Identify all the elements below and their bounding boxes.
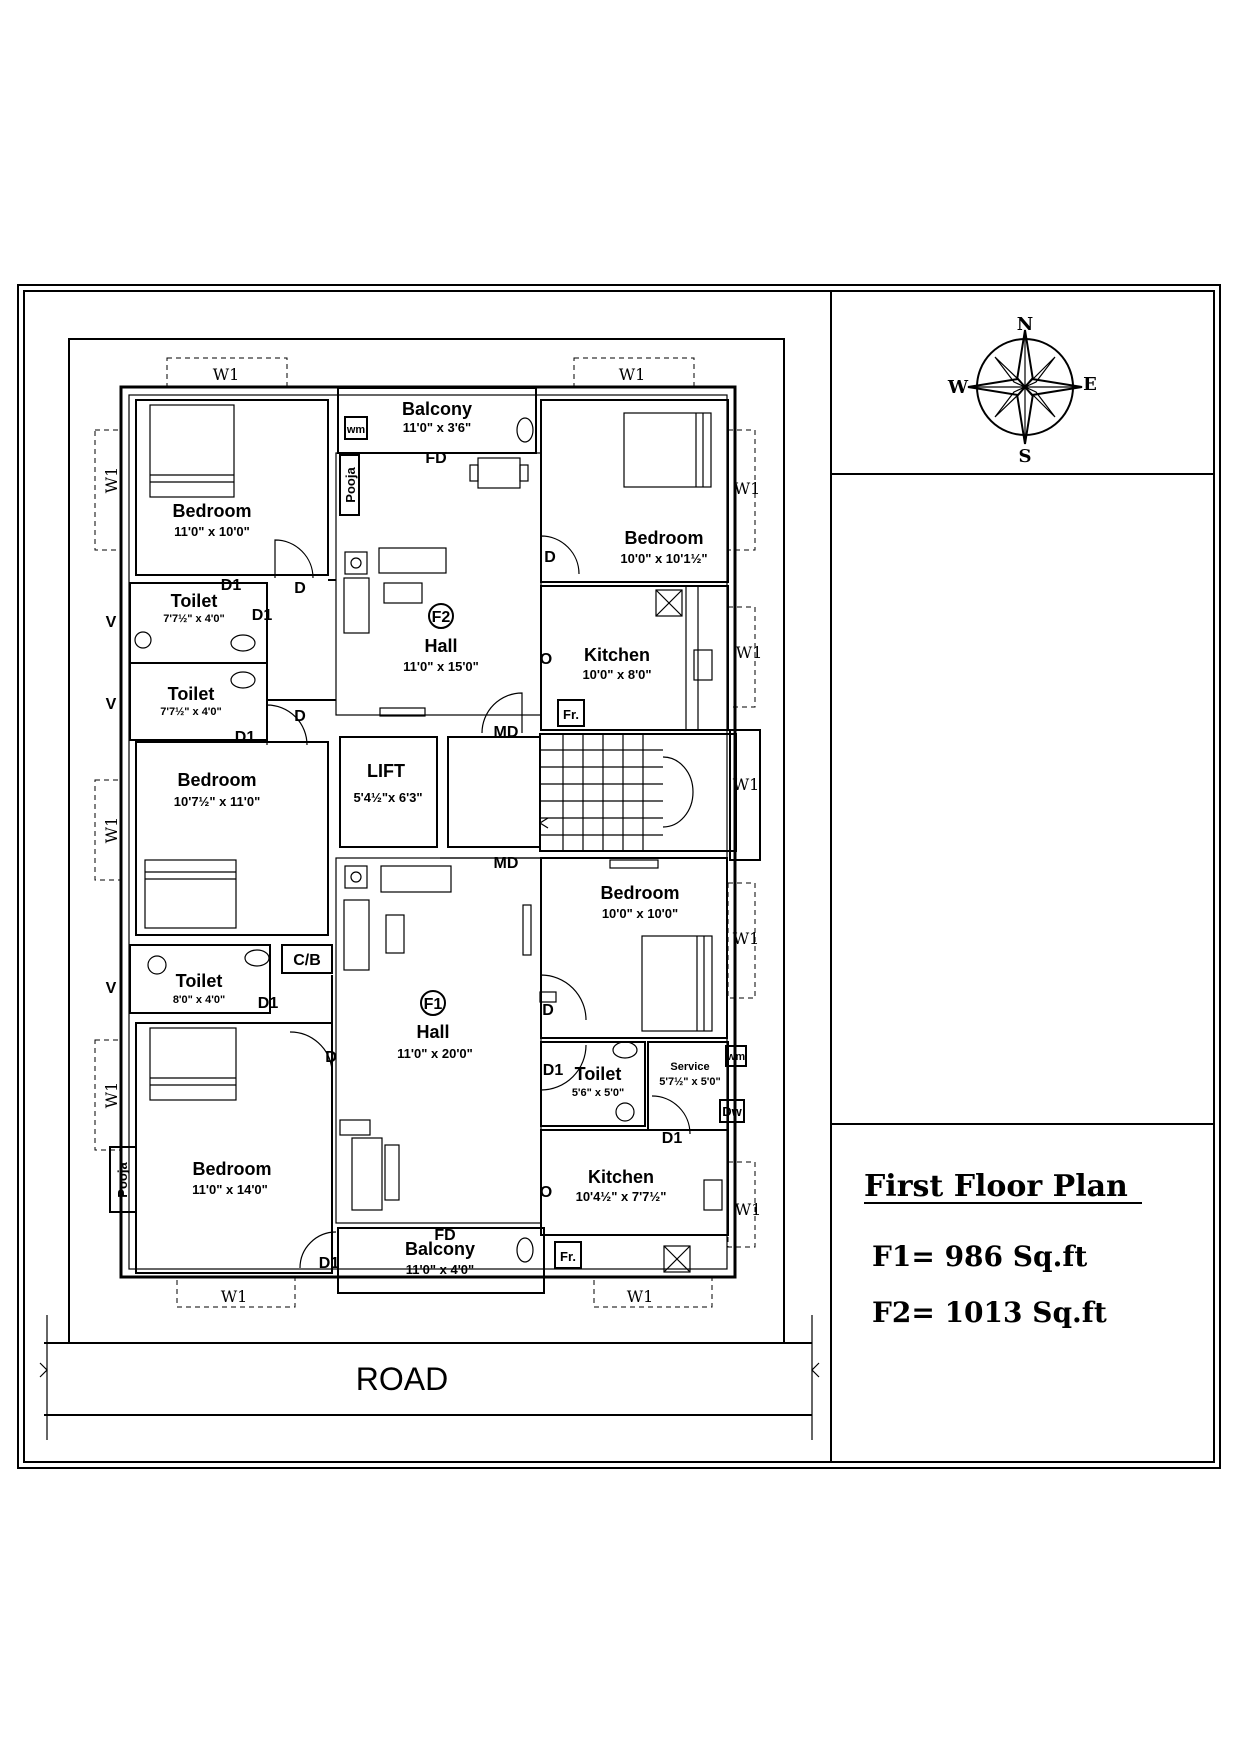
title-block: First Floor Plan F1= 986 Sq.ft F2= 1013 … bbox=[864, 1169, 1142, 1329]
bedroom-bl-name: Bedroom bbox=[192, 1159, 271, 1179]
d-tag-5: D bbox=[325, 1049, 337, 1066]
d1-tag-3: D1 bbox=[235, 729, 256, 746]
fr-bottom: Fr. bbox=[560, 1249, 576, 1264]
lift-name: LIFT bbox=[367, 761, 405, 781]
wm-service: wm bbox=[726, 1051, 746, 1063]
d1-tag-6: D1 bbox=[662, 1130, 683, 1147]
compass-s: S bbox=[1019, 446, 1032, 467]
d-tag-2: D bbox=[544, 549, 556, 566]
w1-right-2: W1 bbox=[736, 643, 763, 662]
furniture bbox=[134, 404, 747, 1273]
v-1: V bbox=[106, 614, 117, 631]
w1-top-right: W1 bbox=[619, 365, 646, 384]
building-walls bbox=[109, 385, 737, 1294]
door-window-tags: W1 W1 W1 W1 W1 W1 W1 W1 W1 W1 W1 W1 V V … bbox=[102, 365, 762, 1306]
balcony-bot-size: 11'0" x 4'0" bbox=[406, 1262, 474, 1277]
window-marks bbox=[94, 357, 761, 1308]
kitchen-top-size: 10'0" x 8'0" bbox=[582, 667, 651, 682]
bedroom-mr-name: Bedroom bbox=[600, 883, 679, 903]
door-swings bbox=[266, 535, 691, 1269]
tag-f1: F1 bbox=[424, 996, 443, 1013]
plan-title: First Floor Plan bbox=[864, 1169, 1128, 1204]
v-2: V bbox=[106, 696, 117, 713]
w1-left-3: W1 bbox=[102, 1082, 121, 1109]
w1-right-5: W1 bbox=[735, 1200, 762, 1219]
road-label: ROAD bbox=[356, 1361, 448, 1397]
v-3: V bbox=[106, 980, 117, 997]
toilet-4-size: 5'6" x 5'0" bbox=[572, 1087, 624, 1099]
d1-tag-4: D1 bbox=[258, 995, 279, 1012]
hall-f2-size: 11'0" x 15'0" bbox=[403, 659, 479, 674]
d1-tag-2: D1 bbox=[252, 607, 273, 624]
md-tag-2: MD bbox=[494, 855, 519, 872]
fr-top: Fr. bbox=[563, 707, 579, 722]
cb-tag: C/B bbox=[293, 952, 321, 969]
toilet-4-name: Toilet bbox=[575, 1064, 622, 1084]
wm-top: wm bbox=[346, 424, 366, 436]
tag-f2: F2 bbox=[432, 609, 451, 626]
fd-tag-1: FD bbox=[425, 450, 446, 467]
w1-bottom-left: W1 bbox=[221, 1287, 248, 1306]
toilet-3-size: 8'0" x 4'0" bbox=[173, 994, 225, 1006]
toilet-1-size: 7'7½" x 4'0" bbox=[163, 613, 225, 625]
compass-icon: N S W E bbox=[947, 314, 1097, 467]
w1-bottom-right: W1 bbox=[627, 1287, 654, 1306]
service-name: Service bbox=[670, 1061, 709, 1073]
balcony-bot-name: Balcony bbox=[405, 1239, 475, 1259]
sheet-frame bbox=[17, 284, 1221, 1469]
dw-service: Dw bbox=[722, 1104, 742, 1119]
d-tag-3: D bbox=[294, 708, 306, 725]
staircase bbox=[538, 734, 694, 851]
d-tag-4: D bbox=[542, 1002, 554, 1019]
d1-tag-7: D1 bbox=[319, 1255, 340, 1272]
service-size: 5'7½" x 5'0" bbox=[659, 1076, 721, 1088]
bedroom-ml-size: 10'7½" x 11'0" bbox=[174, 794, 260, 809]
kitchen-bot-name: Kitchen bbox=[588, 1167, 654, 1187]
compass-n: N bbox=[1017, 314, 1033, 335]
bedroom-bl-size: 11'0" x 14'0" bbox=[192, 1182, 268, 1197]
o-bottom: O bbox=[540, 1184, 552, 1201]
balcony-top-name: Balcony bbox=[402, 399, 472, 419]
o-top: O bbox=[540, 651, 552, 668]
toilet-3-name: Toilet bbox=[176, 971, 223, 991]
hall-f1-name: Hall bbox=[416, 1022, 449, 1042]
fd-tag-2: FD bbox=[434, 1227, 455, 1244]
toilet-2-size: 7'7½" x 4'0" bbox=[160, 706, 222, 718]
w1-right-4: W1 bbox=[733, 929, 760, 948]
toilet-1-name: Toilet bbox=[171, 591, 218, 611]
d-tag-1: D bbox=[294, 580, 306, 597]
balcony-top-size: 11'0" x 3'6" bbox=[403, 420, 471, 435]
area-f1: F1= 986 Sq.ft bbox=[872, 1240, 1087, 1273]
pooja-bottom: Pooja bbox=[115, 1162, 130, 1198]
lift-size: 5'4½"x 6'3" bbox=[353, 790, 422, 805]
bedroom-ml-name: Bedroom bbox=[177, 770, 256, 790]
road: ROAD bbox=[39, 1315, 820, 1440]
room-labels: Balcony 11'0" x 3'6" Bedroom 11'0" x 10'… bbox=[160, 399, 721, 1277]
bedroom-tr-name: Bedroom bbox=[624, 528, 703, 548]
w1-left-1: W1 bbox=[102, 467, 121, 494]
w1-left-2: W1 bbox=[102, 817, 121, 844]
w1-right-1: W1 bbox=[734, 479, 761, 498]
bedroom-tl-size: 11'0" x 10'0" bbox=[174, 524, 250, 539]
w1-top-left: W1 bbox=[213, 365, 240, 384]
bedroom-tr-size: 10'0" x 10'1½" bbox=[620, 551, 707, 566]
w1-right-3: W1 bbox=[733, 775, 760, 794]
d1-tag-1: D1 bbox=[221, 577, 242, 594]
compass-w: W bbox=[947, 377, 969, 398]
area-f2: F2= 1013 Sq.ft bbox=[872, 1296, 1107, 1329]
kitchen-top-name: Kitchen bbox=[584, 645, 650, 665]
compass-e: E bbox=[1083, 374, 1097, 395]
hall-f2-name: Hall bbox=[424, 636, 457, 656]
bedroom-mr-size: 10'0" x 10'0" bbox=[602, 906, 678, 921]
kitchen-bot-size: 10'4½" x 7'7½" bbox=[576, 1189, 667, 1204]
hall-f1-size: 11'0" x 20'0" bbox=[397, 1046, 473, 1061]
md-tag-1: MD bbox=[494, 724, 519, 741]
d1-tag-5: D1 bbox=[543, 1062, 564, 1079]
bedroom-tl-name: Bedroom bbox=[172, 501, 251, 521]
pooja-top: Pooja bbox=[343, 467, 358, 503]
toilet-2-name: Toilet bbox=[168, 684, 215, 704]
